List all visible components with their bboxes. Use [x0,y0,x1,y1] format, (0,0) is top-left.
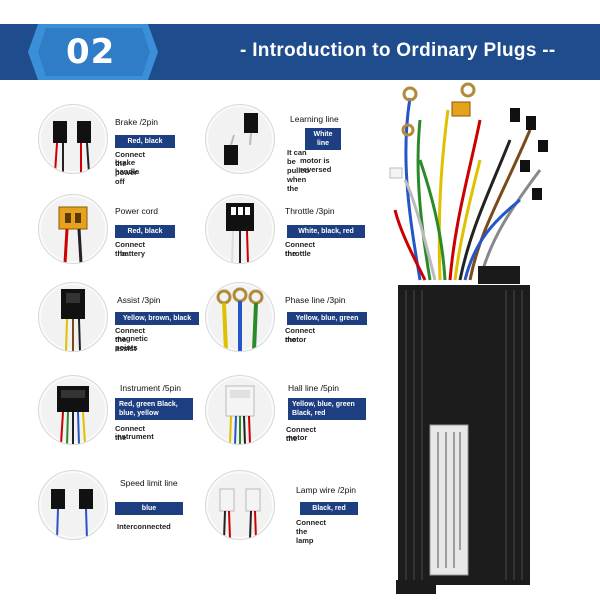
controller-unit-icon [360,80,600,600]
plug-title: Brake /2pin [115,117,158,127]
phase-connector-icon [205,282,275,352]
plug-colors: Red, black [115,135,175,148]
hall-connector-icon [205,375,275,445]
plug-desc-line1: It can be pulled when the [287,148,310,193]
plug-colors: White line [305,128,341,150]
plug-colors: Black, red [300,502,358,515]
chevron-badge-icon [28,24,158,80]
section-number: 02 [66,32,116,72]
plug-desc-line1: Connect the [115,424,145,442]
plug-desc-line1: Connect the assist [115,326,145,353]
plug-desc-line1: Connect [296,518,326,527]
plug-title: Phase line /3pin [285,295,346,305]
assist-connector-icon [38,282,108,352]
plug-desc-line1: Connect the [115,240,145,258]
learning-connector-icon [205,104,275,174]
plug-desc-line1: Connect the [285,326,315,344]
plug-desc-line2: the lamp [296,527,314,545]
plug-title: Instrument /5pin [120,383,181,393]
plug-colors: Yellow, blue, green [287,312,367,325]
plug-title: Hall line /5pin [288,383,340,393]
throttle-connector-icon [205,194,275,264]
plug-colors: Yellow, blue, green Black, red [288,398,366,420]
plug-desc-line1: Interconnected [117,522,171,531]
lamp-connector-icon [205,470,275,540]
instrument-connector-icon [38,375,108,445]
speed-limit-connector-icon [38,470,108,540]
plug-title: Lamp wire /2pin [296,485,357,495]
brake-connector-icon [38,104,108,174]
plug-desc-line2: motor [285,335,307,344]
plug-desc-line1: Connect the power-off [115,150,145,186]
plug-desc-line2: instrument [115,432,154,441]
plug-desc-line1: Connect the [285,240,315,258]
plug-desc-line1: Connect the [286,425,316,443]
plug-desc-line2: magnetic points [115,334,148,352]
section-badge: 02 [28,24,158,80]
plug-colors: Red, black [115,225,175,238]
plug-desc-line2: motor is reversed [300,156,332,174]
plug-colors: White, black, red [287,225,365,238]
plug-desc-line2: motor [286,433,308,442]
plug-title: Throttle /3pin [285,206,335,216]
plug-title: Assist /3pin [117,295,161,305]
plug-colors: blue [115,502,183,515]
plug-desc-line2: throttle [285,249,311,258]
plug-colors: Yellow, brown, black [115,312,199,325]
page-title: - Introduction to Ordinary Plugs -- [240,40,556,61]
power-connector-icon [38,194,108,264]
plug-desc-line2: battery [120,249,146,258]
plug-title: Learning line [290,114,339,124]
plug-desc-line2: brake handle [115,158,140,176]
plug-colors: Red, green Black, blue, yellow [115,398,193,420]
plug-title: Power cord [115,206,158,216]
plug-title: Speed limit line [120,478,178,488]
